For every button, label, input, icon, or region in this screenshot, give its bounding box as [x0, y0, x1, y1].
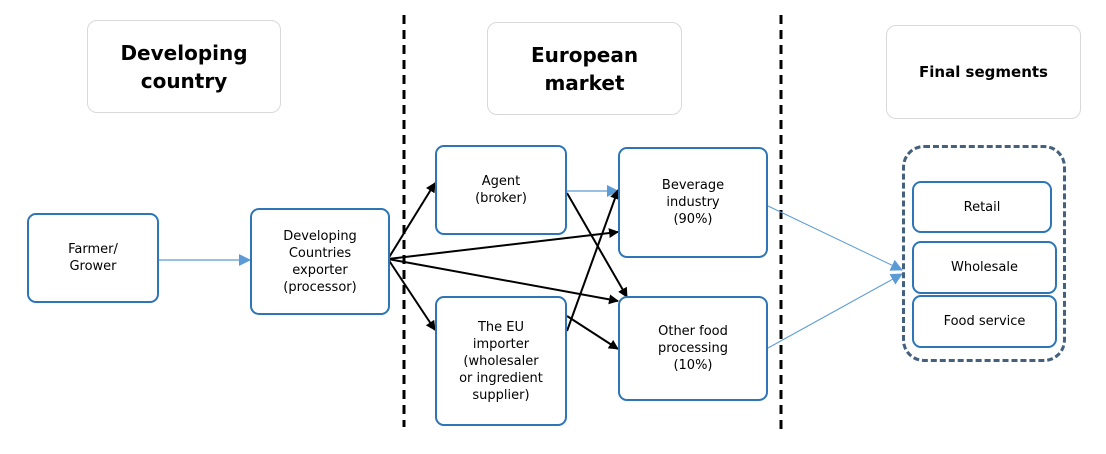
- arrow-exporter-to-other-food: [387, 258, 619, 305]
- arrow-importer-to-beverage: [566, 189, 620, 332]
- node-food-service: Food service: [912, 295, 1057, 348]
- node-agent-broker: Agent (broker): [435, 145, 567, 235]
- node-wholesale: Wholesale: [912, 241, 1057, 294]
- arrow-other-food-to-segments: [767, 273, 903, 349]
- header-final-segments: Final segments: [886, 25, 1081, 119]
- node-retail: Retail: [912, 181, 1052, 233]
- arrow-agent-to-other-food: [566, 192, 628, 298]
- node-developing-exporter: Developing Countries exporter (processor…: [250, 208, 390, 315]
- node-other-food-processing: Other food processing (10%): [618, 296, 768, 401]
- arrow-exporter-to-importer: [387, 258, 436, 331]
- arrow-importer-to-other-food: [566, 315, 619, 350]
- header-developing-country: Developing country: [87, 20, 281, 113]
- node-eu-importer: The EU importer (wholesaler or ingredien…: [435, 296, 567, 426]
- node-beverage-industry: Beverage industry (90%): [618, 147, 768, 258]
- header-european-market: European market: [487, 22, 682, 115]
- final-segments-group: [902, 145, 1066, 362]
- arrow-exporter-to-agent: [387, 182, 436, 260]
- arrow-exporter-to-beverage: [387, 228, 619, 260]
- node-farmer-grower: Farmer/ Grower: [27, 213, 159, 303]
- arrow-beverage-to-segments: [767, 205, 903, 271]
